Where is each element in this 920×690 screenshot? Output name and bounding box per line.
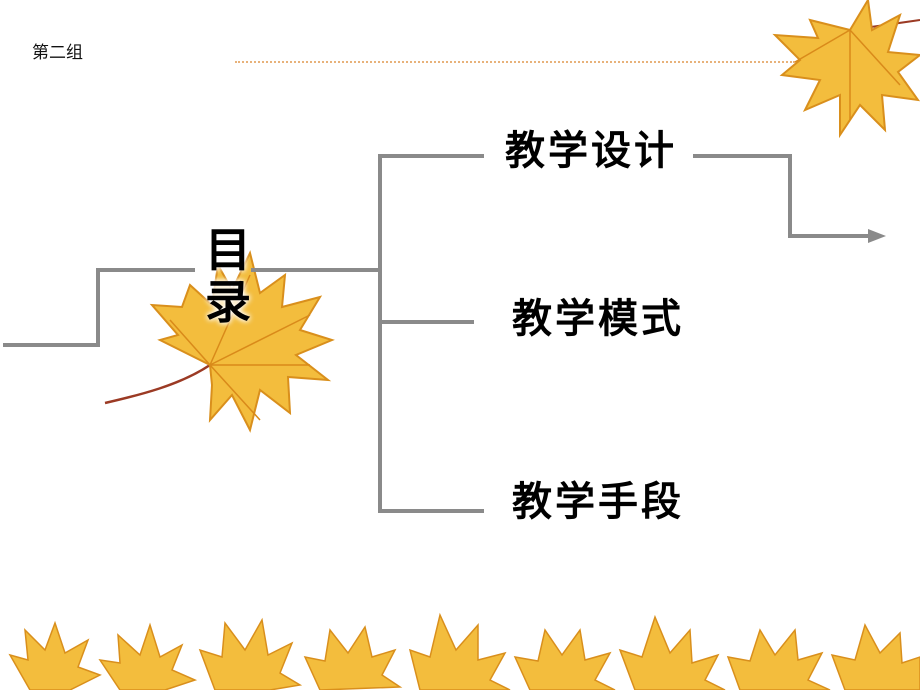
header-dotted-rule	[235, 61, 795, 63]
toc-title: 目录	[205, 223, 251, 329]
arrow-right-icon	[868, 229, 886, 243]
maple-leaf-icon	[104, 250, 335, 433]
leaf-border	[8, 612, 920, 690]
group-label: 第二组	[32, 43, 83, 63]
menu-item-mode[interactable]: 教学模式	[512, 295, 684, 342]
menu-item-means[interactable]: 教学手段	[512, 478, 684, 525]
maple-leaf-icon	[772, 0, 920, 139]
menu-item-design[interactable]: 教学设计	[505, 127, 677, 174]
